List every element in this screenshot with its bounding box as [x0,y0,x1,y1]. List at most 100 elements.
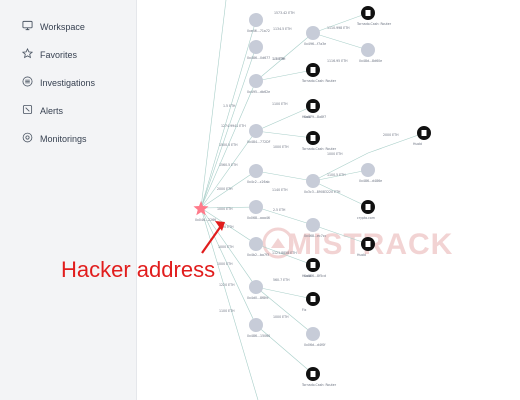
address-node[interactable] [361,43,375,57]
edge-label: 1100 ETH [272,102,288,106]
edge [200,170,257,209]
target-icon [22,132,33,145]
edge-label: 1000 ETH [217,262,233,266]
transaction-graph[interactable]: MISTRACK [137,0,520,400]
sidebar-item-alerts[interactable]: Alerts [22,104,63,117]
address-node[interactable] [249,13,263,27]
edge-label: 220 ETH [327,190,341,194]
edge [255,130,314,139]
address-node[interactable] [306,327,320,341]
address-node[interactable] [249,237,263,251]
edge [200,46,257,209]
edge [312,180,369,208]
address-node[interactable] [306,218,320,232]
edge [200,0,227,209]
building-icon [365,10,371,16]
edge [200,130,257,209]
address-node-label: 0x068...aaa46 [247,216,270,220]
alert-icon [22,104,33,117]
edge [200,19,257,209]
address-node-label: 0x496...f7a3e [304,42,326,46]
star-icon [21,47,34,61]
edge [312,152,369,182]
building-icon [310,262,316,268]
building-icon [310,135,316,141]
address-node[interactable] [249,40,263,54]
edge-label: 1116.95 ETH [327,59,348,63]
edge [200,80,257,209]
hacker-node-label: 0x046...2266 [195,218,216,222]
address-node[interactable] [361,163,375,177]
edge-label: 1274.9941 ETH [221,124,246,128]
sidebar-item-monitorings[interactable]: Monitorings [22,132,87,145]
edge-label: 1000 ETH [273,145,289,149]
hacker-node[interactable]: 0x046...2266 [193,201,217,222]
building-icon [365,241,371,247]
address-node-label: 0x484...772DF [247,140,271,144]
address-node-label: 0x479...8a8f7 [304,115,326,119]
building-icon [310,371,316,377]
sidebar-item-label: Favorites [40,49,78,60]
sidebar-item-label: Workspace [40,21,85,32]
exchange-node-label: Fix [302,308,306,312]
exchange-node-label: Tornado.Cash: Router [301,383,337,387]
edge [255,286,314,300]
exchange-node-label: Tornado.Cash: Router [356,22,392,26]
edge-label: 1000 ETH [273,315,289,319]
address-node-label: 0x48d...8d60e [359,59,382,63]
list-icon [22,76,33,89]
address-node-label: 0x486...0d677 [247,56,270,60]
monitor-icon [22,20,33,33]
exchange-node-label: Huobi [413,142,422,146]
address-node[interactable] [249,318,263,332]
address-node-label: 0xe46...71a72 [247,29,270,33]
address-nodes: 0xe46...71a72 0x486...0d677 0x495...db62e 0… [247,13,382,347]
address-node[interactable] [249,74,263,88]
address-node[interactable] [249,200,263,214]
star-icon [193,201,209,216]
edge-label: 1140 ETH [272,188,288,192]
address-node[interactable] [306,26,320,40]
address-node-label: 0x4b2...ba7f3 [247,253,269,257]
edge-label: 1100 ETH [219,309,235,313]
address-node-label: 0x06d...d4f0f [304,343,326,347]
exchange-node-label: crypto.com [357,216,375,220]
sidebar: Workspace Favorites Investigations Alert… [0,0,137,400]
exchange-node-label: Huobi [302,274,311,278]
address-node[interactable] [306,174,320,188]
edge-label: 1000 ETH [327,152,343,156]
address-node[interactable] [249,124,263,138]
edge-label: 1.5 ETH [273,57,286,61]
edge-label: 1100.5 ETH [327,173,346,177]
edge [255,286,314,335]
building-icon [310,296,316,302]
address-node-label: 0x495...db62e [247,90,270,94]
edge [255,105,314,132]
sidebar-item-workspace[interactable]: Workspace [22,20,85,33]
exchange-node-label: Huobi [302,115,311,119]
edge [255,170,314,182]
edge [200,207,259,400]
building-icon [365,204,371,210]
exchange-node-label: Tornado.Cash: Router [301,147,337,151]
edge [367,132,425,154]
edge-label: 1500.5 ETH [219,143,238,147]
address-node[interactable] [249,280,263,294]
edge [312,224,369,245]
building-icon [310,103,316,109]
edge-label: 1134.5 ETH [273,27,292,31]
sidebar-item-label: Monitorings [40,133,87,144]
edge-label: 1220 ETH [219,283,235,287]
edge-label: 1121.8858 ETH [272,251,297,255]
address-node-label: 0x486...15060 [247,334,270,338]
building-icon [310,67,316,73]
building-icon [421,130,427,136]
edge [200,206,257,209]
sidebar-item-investigations[interactable]: Investigations [22,76,95,89]
sidebar-item-favorites[interactable]: Favorites [21,47,78,61]
hacker-arrow [201,221,225,254]
address-node[interactable] [249,164,263,178]
exchange-node-label: Huobi [357,253,366,257]
edge-label: 560.7 ETH [273,278,290,282]
